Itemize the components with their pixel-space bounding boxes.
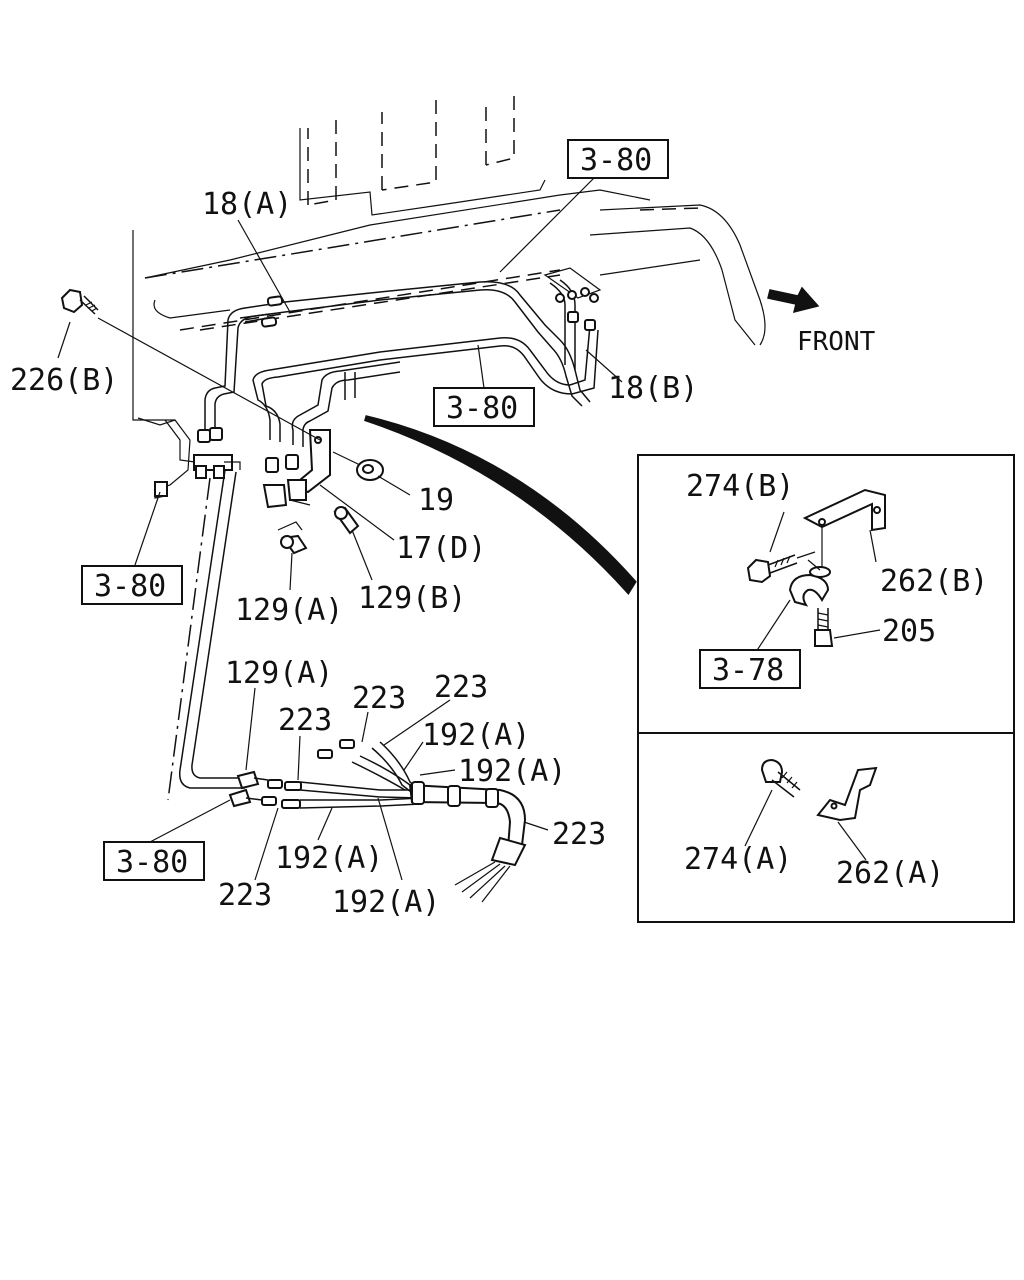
label-129b: 129(B) — [358, 581, 466, 616]
front-label: FRONT — [797, 327, 876, 357]
label-223-a: 223 — [352, 681, 406, 716]
vehicle-frame-outline — [132, 96, 766, 421]
leader-lines — [57, 171, 623, 881]
label-19: 19 — [418, 483, 454, 518]
junction-block-left — [137, 417, 241, 499]
label-192a-1: 192(A) — [422, 718, 530, 753]
label-274b: 274(B) — [686, 469, 794, 504]
label-223-d: 223 — [552, 817, 606, 852]
label-192a-4: 192(A) — [332, 885, 440, 920]
label-262b: 262(B) — [880, 564, 988, 599]
union-129a-upper — [280, 534, 308, 555]
pipe-fittings — [260, 267, 602, 331]
detail-panel — [637, 454, 1015, 923]
ref-box-3-78[interactable]: 3-78 — [699, 649, 801, 689]
brake-pipes — [204, 279, 599, 447]
ref-box-3-80-left-label: 3-80 — [94, 569, 166, 604]
label-18b: 18(B) — [608, 371, 698, 406]
label-223-e: 223 — [218, 878, 272, 913]
label-129a-lower: 129(A) — [225, 656, 333, 691]
label-223-c: 223 — [278, 703, 332, 738]
bolt-226b — [60, 288, 321, 441]
union-129b — [333, 506, 360, 535]
label-274a: 274(A) — [684, 842, 792, 877]
detail-upper-parts — [746, 488, 886, 659]
detail-lower-parts — [744, 758, 878, 861]
bracket-17d — [262, 429, 331, 531]
ref-box-3-80-top[interactable]: 3-80 — [567, 139, 669, 179]
label-192a-2: 192(A) — [458, 754, 566, 789]
ref-box-3-80-mid-label: 3-80 — [446, 391, 518, 426]
ref-box-3-80-bottom[interactable]: 3-80 — [103, 841, 205, 881]
lower-brake-pipe — [167, 469, 245, 801]
label-17d: 17(D) — [396, 531, 486, 566]
ref-box-3-80-top-label: 3-80 — [580, 143, 652, 178]
label-129a-upper: 129(A) — [235, 593, 343, 628]
label-205: 205 — [882, 614, 936, 649]
hose-harness — [299, 741, 527, 903]
grommet-19 — [332, 451, 384, 481]
frame-rail-arc — [364, 415, 637, 595]
label-226b: 226(B) — [10, 363, 118, 398]
ref-box-3-80-mid[interactable]: 3-80 — [433, 387, 535, 427]
harness-fittings — [228, 739, 355, 809]
ref-box-3-78-label: 3-78 — [712, 653, 784, 688]
ref-box-3-80-bottom-label: 3-80 — [116, 845, 188, 880]
label-223-b: 223 — [434, 670, 488, 705]
front-direction-arrow-icon — [767, 286, 820, 314]
label-192a-3: 192(A) — [275, 841, 383, 876]
label-262a: 262(A) — [836, 856, 944, 891]
label-18a: 18(A) — [202, 187, 292, 222]
ref-box-3-80-left[interactable]: 3-80 — [81, 565, 183, 605]
